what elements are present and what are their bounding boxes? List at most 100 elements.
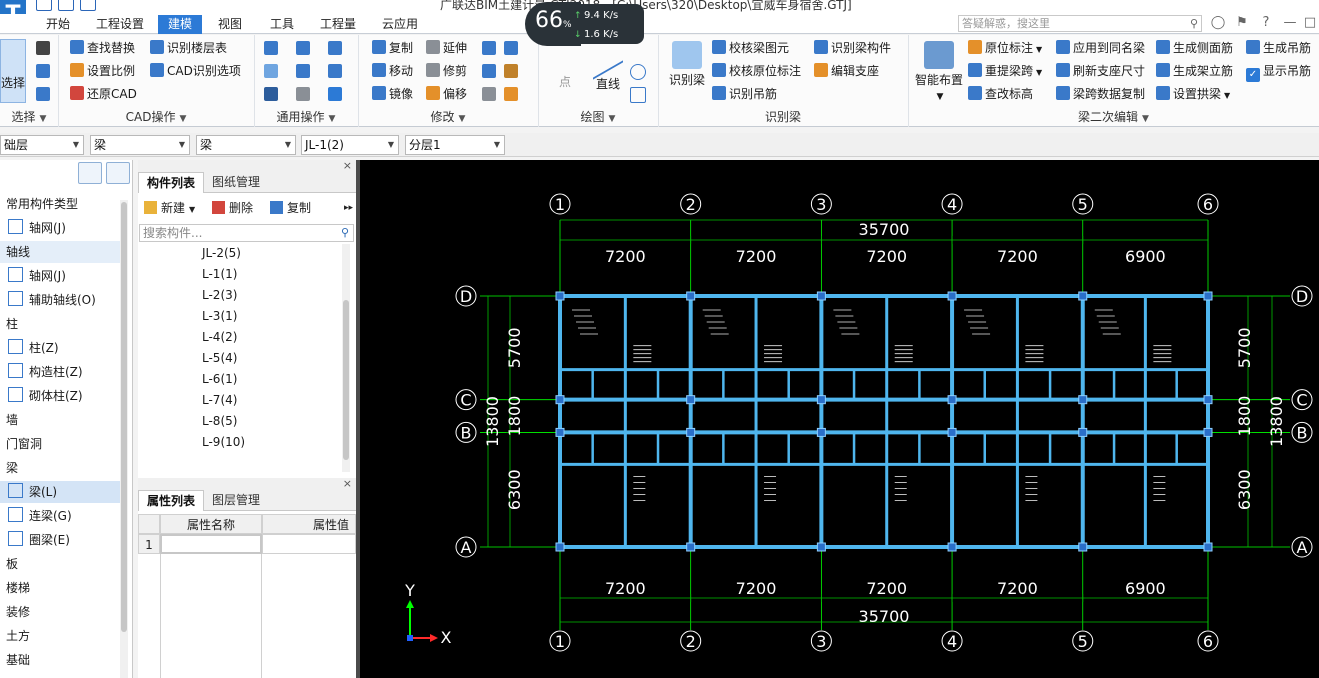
grid-icon[interactable] — [296, 64, 310, 78]
restore-icon[interactable]: □ — [1303, 15, 1317, 30]
nav-item-9[interactable]: 墙 — [0, 409, 124, 431]
component-search-input[interactable]: 搜索构件... ⚲ — [139, 224, 354, 242]
batch-select-icon[interactable] — [36, 64, 50, 78]
tab-view[interactable]: 视图 — [218, 17, 243, 31]
nav-item-14[interactable]: 圈梁(E) — [0, 529, 126, 551]
pick-icon[interactable] — [36, 41, 50, 55]
cloud-icon[interactable] — [264, 64, 278, 78]
component-list-scrollbar-thumb[interactable] — [343, 300, 349, 460]
gen-erection-rebar-button[interactable]: 生成架立筋 — [1156, 61, 1233, 81]
rectangle-icon[interactable] — [630, 87, 646, 103]
trim-button[interactable]: 修剪 — [426, 61, 467, 81]
extend-button[interactable]: 延伸 — [426, 38, 467, 58]
move-button[interactable]: 移动 — [372, 61, 413, 81]
set-arch-beam-button[interactable]: 设置拱梁▼ — [1156, 84, 1230, 104]
component-list-item[interactable]: L-2(3) — [202, 288, 238, 302]
close-icon[interactable]: × — [342, 477, 352, 490]
filter-icon[interactable] — [328, 87, 342, 101]
save-icon[interactable] — [36, 0, 52, 11]
circle-icon[interactable] — [630, 64, 646, 80]
help-icon[interactable]: ? — [1262, 15, 1270, 30]
nav-item-11[interactable]: 梁 — [0, 457, 124, 479]
component-list-item[interactable]: JL-2(5) — [202, 246, 241, 260]
tab-tools[interactable]: 工具 — [270, 17, 295, 31]
nav-item-2[interactable]: 轴线 — [0, 241, 124, 263]
nav-item-3[interactable]: 轴网(J) — [0, 265, 126, 287]
component-list-scrollbar[interactable] — [342, 244, 350, 472]
smart-layout-button[interactable]: 智能布置▼ — [912, 41, 966, 102]
nav-item-5[interactable]: 柱 — [0, 313, 124, 335]
component-list-item[interactable]: L-5(4) — [202, 351, 238, 365]
tab-cloud[interactable]: 云应用 — [382, 17, 419, 31]
nav-item-12[interactable]: 梁(L) — [0, 481, 126, 503]
tab-component-list[interactable]: 构件列表 — [138, 172, 205, 193]
type-select[interactable]: 梁▼ — [90, 135, 190, 155]
nav-item-10[interactable]: 门窗洞 — [0, 433, 124, 455]
apply-same-name-button[interactable]: 应用到同名梁 — [1056, 38, 1145, 58]
set-scale-button[interactable]: 设置比例 — [70, 61, 135, 81]
nav-item-7[interactable]: 构造柱(Z) — [0, 361, 126, 383]
edit-support-button[interactable]: 编辑支座 — [814, 61, 879, 81]
hash-icon[interactable] — [296, 87, 310, 101]
offset-button[interactable]: 偏移 — [426, 84, 467, 104]
property-value-cell[interactable] — [262, 534, 356, 554]
detail-view-icon[interactable] — [106, 162, 130, 184]
tab-project-settings[interactable]: 工程设置 — [96, 17, 145, 31]
recognize-hanger-button[interactable]: 识别吊筋 — [712, 84, 777, 104]
nav-item-1[interactable]: 轴网(J) — [0, 217, 126, 239]
measure-icon[interactable] — [328, 41, 342, 55]
recognize-beam-button[interactable]: 识别梁 — [664, 41, 710, 88]
select-button[interactable]: 选择 — [0, 39, 26, 103]
re-extract-span-button[interactable]: 重提梁跨▼ — [968, 61, 1042, 81]
user-icon[interactable]: ◯ — [1210, 15, 1226, 30]
point-button[interactable]: 点 — [558, 75, 571, 89]
check-beam-button[interactable]: 校核梁图元 — [712, 38, 789, 58]
search-icon[interactable]: ⚲ — [1189, 17, 1198, 30]
nav-item-0[interactable]: 常用构件类型 — [0, 193, 124, 215]
component-list-item[interactable]: L-3(1) — [202, 309, 238, 323]
find-replace-button[interactable]: 查找替换 — [70, 38, 135, 58]
tab-property-list[interactable]: 属性列表 — [138, 490, 205, 511]
rotate-icon[interactable] — [504, 87, 518, 101]
tab-start[interactable]: 开始 — [46, 17, 71, 31]
align-edge-icon[interactable] — [482, 87, 496, 101]
refresh-support-button[interactable]: 刷新支座尺寸 — [1056, 61, 1145, 81]
gen-hanger-button[interactable]: 生成吊筋 — [1246, 38, 1311, 58]
break-icon[interactable] — [482, 41, 496, 55]
mirror-button[interactable]: 镜像 — [372, 84, 413, 104]
span-data-copy-button[interactable]: 梁跨数据复制 — [1056, 84, 1145, 104]
component-list-item[interactable]: L-7(4) — [202, 393, 238, 407]
redo-icon[interactable] — [80, 0, 96, 11]
brush-icon[interactable] — [504, 64, 518, 78]
tab-modeling[interactable]: 建模 — [158, 15, 203, 34]
layer-icon[interactable] — [264, 41, 278, 55]
copy-button[interactable]: 复制 — [372, 38, 413, 58]
line-button[interactable]: 直线 — [588, 36, 628, 92]
tab-drawing-manage[interactable]: 图纸管理 — [212, 175, 261, 189]
nav-item-13[interactable]: 连梁(G) — [0, 505, 126, 527]
nav-item-8[interactable]: 砌体柱(Z) — [0, 385, 126, 407]
merge-icon[interactable] — [504, 41, 518, 55]
recognize-beam-component-button[interactable]: 识别梁构件 — [814, 38, 891, 58]
panel-collapse-bar[interactable] — [356, 160, 360, 678]
search-icon[interactable]: ⚲ — [340, 226, 349, 239]
nav-item-6[interactable]: 柱(Z) — [0, 337, 126, 359]
property-name-cell[interactable] — [160, 534, 262, 554]
help-search-input[interactable]: 答疑解惑，搜这里 ⚲ — [958, 15, 1202, 32]
layout-icon[interactable] — [296, 41, 310, 55]
show-hanger-checkbox[interactable]: ✓显示吊筋 — [1246, 61, 1311, 82]
bell-icon[interactable]: ⚑ — [1236, 15, 1248, 30]
new-component-button[interactable]: 新建▼ — [144, 198, 195, 218]
component-list-item[interactable]: L-8(5) — [202, 414, 238, 428]
left-scrollbar-thumb[interactable] — [121, 202, 127, 632]
recognize-floor-table-button[interactable]: 识别楼层表 — [150, 38, 227, 58]
split-icon[interactable] — [482, 64, 496, 78]
gen-side-rebar-button[interactable]: 生成侧面筋 — [1156, 38, 1233, 58]
delete-component-button[interactable]: 删除 — [212, 198, 253, 218]
restore-cad-button[interactable]: 还原CAD — [70, 84, 137, 104]
more-tools-icon[interactable]: ▸▸ — [344, 203, 354, 213]
nav-item-19[interactable]: 基础 — [0, 649, 124, 671]
left-scrollbar[interactable] — [120, 200, 128, 678]
subtype-select[interactable]: 梁▼ — [196, 135, 296, 155]
cad-options-button[interactable]: CAD识别选项 — [150, 61, 241, 81]
